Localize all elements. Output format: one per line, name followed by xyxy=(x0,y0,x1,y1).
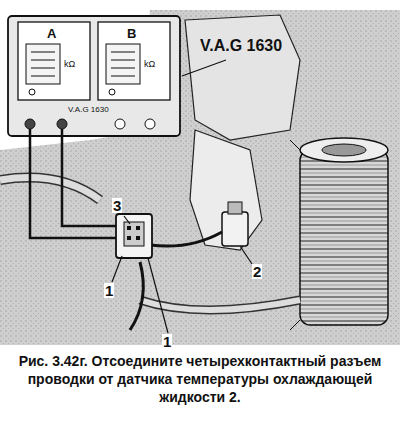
display-letter: B xyxy=(127,27,136,40)
device-name: V.A.G 1630 xyxy=(200,38,282,54)
unit-mark: kΩ xyxy=(64,60,75,69)
callout-number: 1 xyxy=(162,334,172,349)
display-letter: A xyxy=(47,27,56,40)
device-marking: V.A.G 1630 xyxy=(68,106,109,114)
callout-number: 2 xyxy=(252,264,262,279)
callout-number: 1 xyxy=(104,283,114,298)
unit-mark: kΩ xyxy=(144,60,155,69)
callout-number: 3 xyxy=(112,198,122,213)
figure-caption: Рис. 3.42г. Отсоедините четырехконтактны… xyxy=(6,352,394,407)
